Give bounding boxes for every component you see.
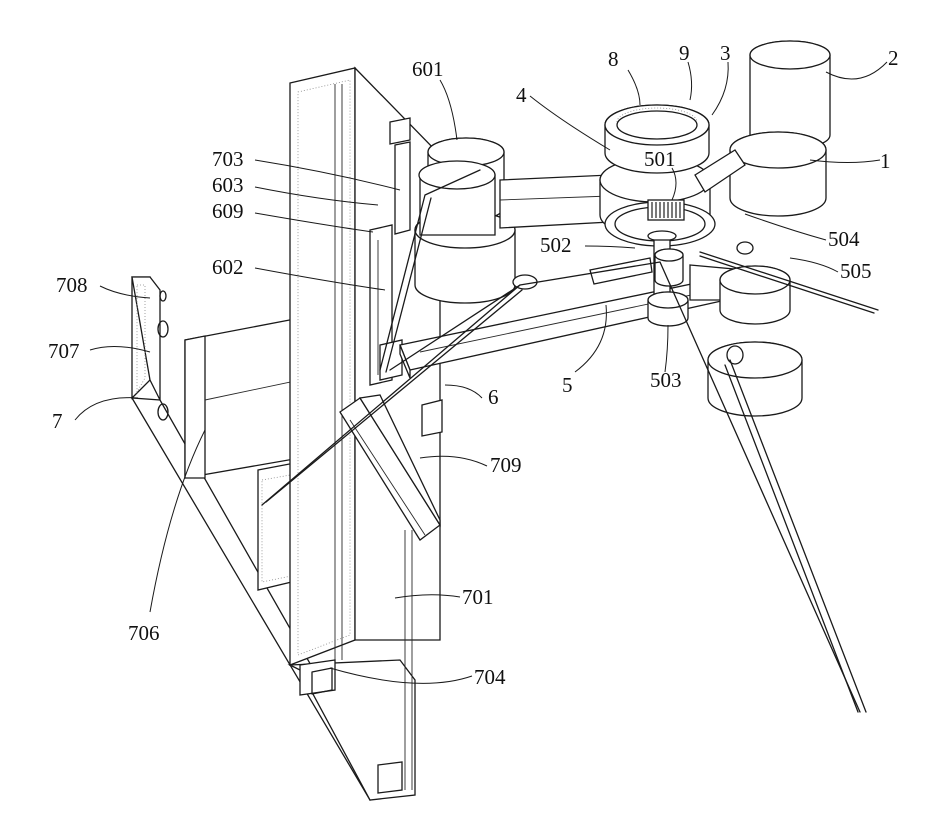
label-709: 709: [490, 453, 522, 477]
label-601: 601: [412, 57, 444, 81]
end-stop-lower: [378, 762, 402, 793]
label-9: 9: [679, 41, 690, 65]
label-502: 502: [540, 233, 572, 257]
label-505: 505: [840, 259, 872, 283]
pivot-502: [590, 258, 652, 284]
label-603: 603: [212, 173, 244, 197]
label-6: 6: [488, 385, 499, 409]
label-701: 701: [462, 585, 494, 609]
label-3: 3: [720, 41, 731, 65]
label-504: 504: [828, 227, 860, 251]
label-707: 707: [48, 339, 80, 363]
label-501: 501: [644, 147, 676, 171]
label-602: 602: [212, 255, 244, 279]
label-503: 503: [650, 368, 682, 392]
gear-501: [648, 200, 684, 220]
label-7: 7: [52, 409, 63, 433]
label-708: 708: [56, 273, 88, 297]
label-5: 5: [562, 373, 573, 397]
label-609: 609: [212, 199, 244, 223]
label-4: 4: [516, 83, 527, 107]
bolt-block-6: [422, 400, 442, 436]
motor-601: [415, 138, 610, 303]
label-2: 2: [888, 46, 899, 70]
motor-1: [730, 132, 826, 216]
label-1: 1: [880, 149, 891, 173]
label-8: 8: [608, 47, 619, 71]
label-704: 704: [474, 665, 506, 689]
label-706: 706: [128, 621, 160, 645]
label-703: 703: [212, 147, 244, 171]
